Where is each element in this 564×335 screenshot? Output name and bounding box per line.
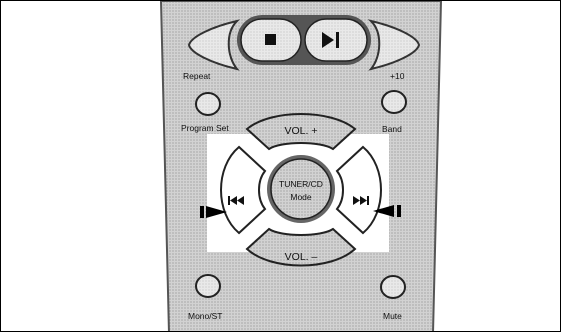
skip-forward-icon xyxy=(353,196,369,205)
play-pause-icon xyxy=(322,32,339,48)
band-label: Band xyxy=(382,124,402,134)
tuner-cd-mode-label-line2: Mode xyxy=(290,192,312,202)
stop-play-button-group xyxy=(237,15,371,65)
vol-up-label: VOL. + xyxy=(285,125,318,137)
skip-back-icon xyxy=(228,196,244,205)
mono-st-button[interactable] xyxy=(195,274,221,298)
band-button[interactable] xyxy=(381,90,407,114)
mute-button[interactable] xyxy=(380,275,406,299)
ffwd-button[interactable] xyxy=(367,19,421,71)
vol-down-label: VOL. – xyxy=(285,251,318,263)
tuner-cd-mode-button[interactable]: TUNER/CD Mode xyxy=(267,155,335,223)
right-pointer-arrow-icon xyxy=(373,205,401,217)
x10-label: +10 xyxy=(390,71,405,81)
program-set-button[interactable] xyxy=(195,92,221,116)
stop-icon xyxy=(265,34,276,45)
tuner-cd-mode-label-line1: TUNER/CD xyxy=(279,179,323,189)
program-set-label: Program Set xyxy=(181,123,229,133)
play-pause-button[interactable] xyxy=(304,18,368,62)
vol-up-button[interactable]: VOL. + xyxy=(245,113,357,151)
mono-st-label: Mono/ST xyxy=(188,311,223,321)
rewind-button[interactable] xyxy=(187,19,241,71)
repeat-label: Repeat xyxy=(183,71,211,81)
stop-button[interactable] xyxy=(240,18,302,62)
left-pointer-arrow-icon xyxy=(200,206,227,218)
mute-label: Mute xyxy=(383,311,402,321)
vol-down-button[interactable]: VOL. – xyxy=(245,227,357,267)
skip-forward-button[interactable] xyxy=(335,145,382,235)
skip-back-button[interactable] xyxy=(220,145,267,235)
